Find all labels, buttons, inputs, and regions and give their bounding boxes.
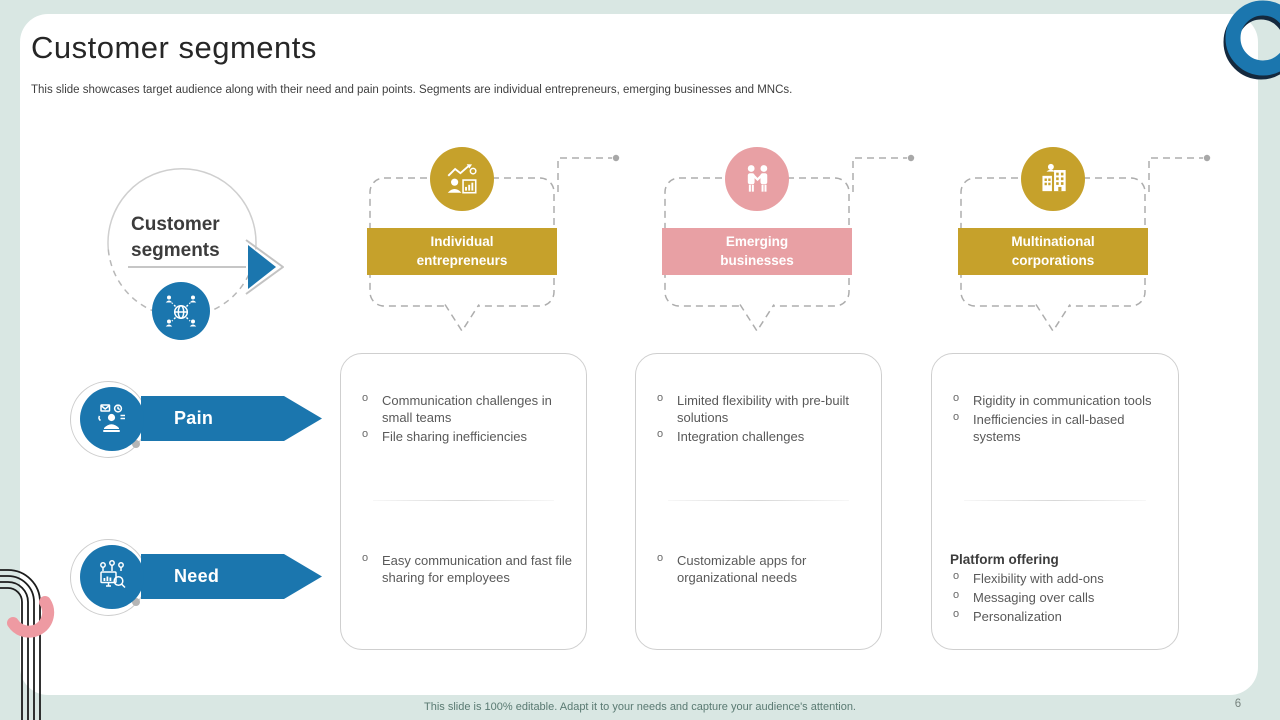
bullet-item: Easy communication and fast file sharing…	[357, 551, 574, 586]
need-list: Customizable apps for organizational nee…	[652, 551, 869, 586]
pain-ring-dot	[132, 440, 140, 448]
segment-3-icon-circle	[1021, 147, 1085, 211]
bullet-item: Personalization	[948, 607, 1166, 625]
pain-arrow-banner: Pain	[141, 396, 322, 441]
bullet-item: Communication challenges in small teams	[357, 391, 574, 426]
monitor-search-icon	[100, 560, 126, 589]
pain-list: Limited flexibility with pre-built solut…	[652, 391, 869, 445]
hub-badge	[152, 282, 210, 340]
segment-3-card: Rigidity in communication toolsInefficie…	[931, 353, 1179, 650]
pain-list: Communication challenges in small teamsF…	[357, 391, 574, 445]
segment-1-need-block: Easy communication and fast file sharing…	[357, 551, 574, 588]
need-heading: Platform offering	[950, 552, 1059, 567]
segment-3-pain-block: Rigidity in communication toolsInefficie…	[948, 391, 1166, 447]
segment-3-title: Multinational corporations	[1011, 234, 1095, 268]
entrepreneur-growth-icon	[447, 164, 477, 194]
footer-note: This slide is 100% editable. Adapt it to…	[424, 701, 856, 713]
page-title: Customer segments	[31, 30, 317, 65]
page-subtitle: This slide showcases target audience alo…	[31, 84, 793, 96]
bullet-item: Limited flexibility with pre-built solut…	[652, 391, 869, 426]
need-badge	[80, 545, 144, 609]
segment-1-pain-block: Communication challenges in small teamsF…	[357, 391, 574, 447]
handshake-icon	[747, 165, 768, 192]
segment-3-need-block: Platform offering Flexibility with add-o…	[948, 552, 1166, 627]
need-label: Need	[174, 566, 220, 586]
pain-label: Pain	[174, 408, 214, 428]
card-divider	[373, 500, 554, 501]
network-people-icon	[165, 295, 197, 327]
bullet-item: Customizable apps for organizational nee…	[652, 551, 869, 586]
segment-2-card: Limited flexibility with pre-built solut…	[635, 353, 882, 650]
segment-1-icon-circle	[430, 147, 494, 211]
card-divider	[668, 500, 849, 501]
segment-1-card: Communication challenges in small teamsF…	[340, 353, 587, 650]
segment-2-title: Emerging businesses	[720, 234, 794, 268]
bullet-item: Inefficiencies in call-based systems	[948, 410, 1166, 445]
corporate-building-icon	[1042, 163, 1066, 192]
need-list: Easy communication and fast file sharing…	[357, 551, 574, 586]
bullet-item: Flexibility with add-ons	[948, 569, 1166, 587]
segment-1-title: Individual entrepreneurs	[416, 234, 508, 268]
bullet-item: File sharing inefficiencies	[357, 427, 574, 445]
multitask-person-icon	[98, 404, 125, 432]
pain-list: Rigidity in communication toolsInefficie…	[948, 391, 1166, 445]
need-arrow-banner: Need	[141, 554, 322, 599]
segment-2-icon-circle	[725, 147, 789, 211]
page-number: 6	[1234, 698, 1242, 710]
segment-3-banner: Multinational corporations	[958, 228, 1148, 275]
segment-2-need-block: Customizable apps for organizational nee…	[652, 551, 869, 588]
segment-1-banner: Individual entrepreneurs	[367, 228, 557, 275]
segment-2-pain-block: Limited flexibility with pre-built solut…	[652, 391, 869, 447]
bullet-item: Messaging over calls	[948, 588, 1166, 606]
pain-badge	[80, 387, 144, 451]
hub-label: Customer segments	[131, 214, 220, 261]
need-ring-dot	[132, 598, 140, 606]
segment-2-banner: Emerging businesses	[662, 228, 852, 275]
card-divider	[964, 500, 1146, 501]
bullet-item: Rigidity in communication tools	[948, 391, 1166, 409]
bullet-item: Integration challenges	[652, 427, 869, 445]
need-list: Flexibility with add-onsMessaging over c…	[948, 569, 1166, 625]
